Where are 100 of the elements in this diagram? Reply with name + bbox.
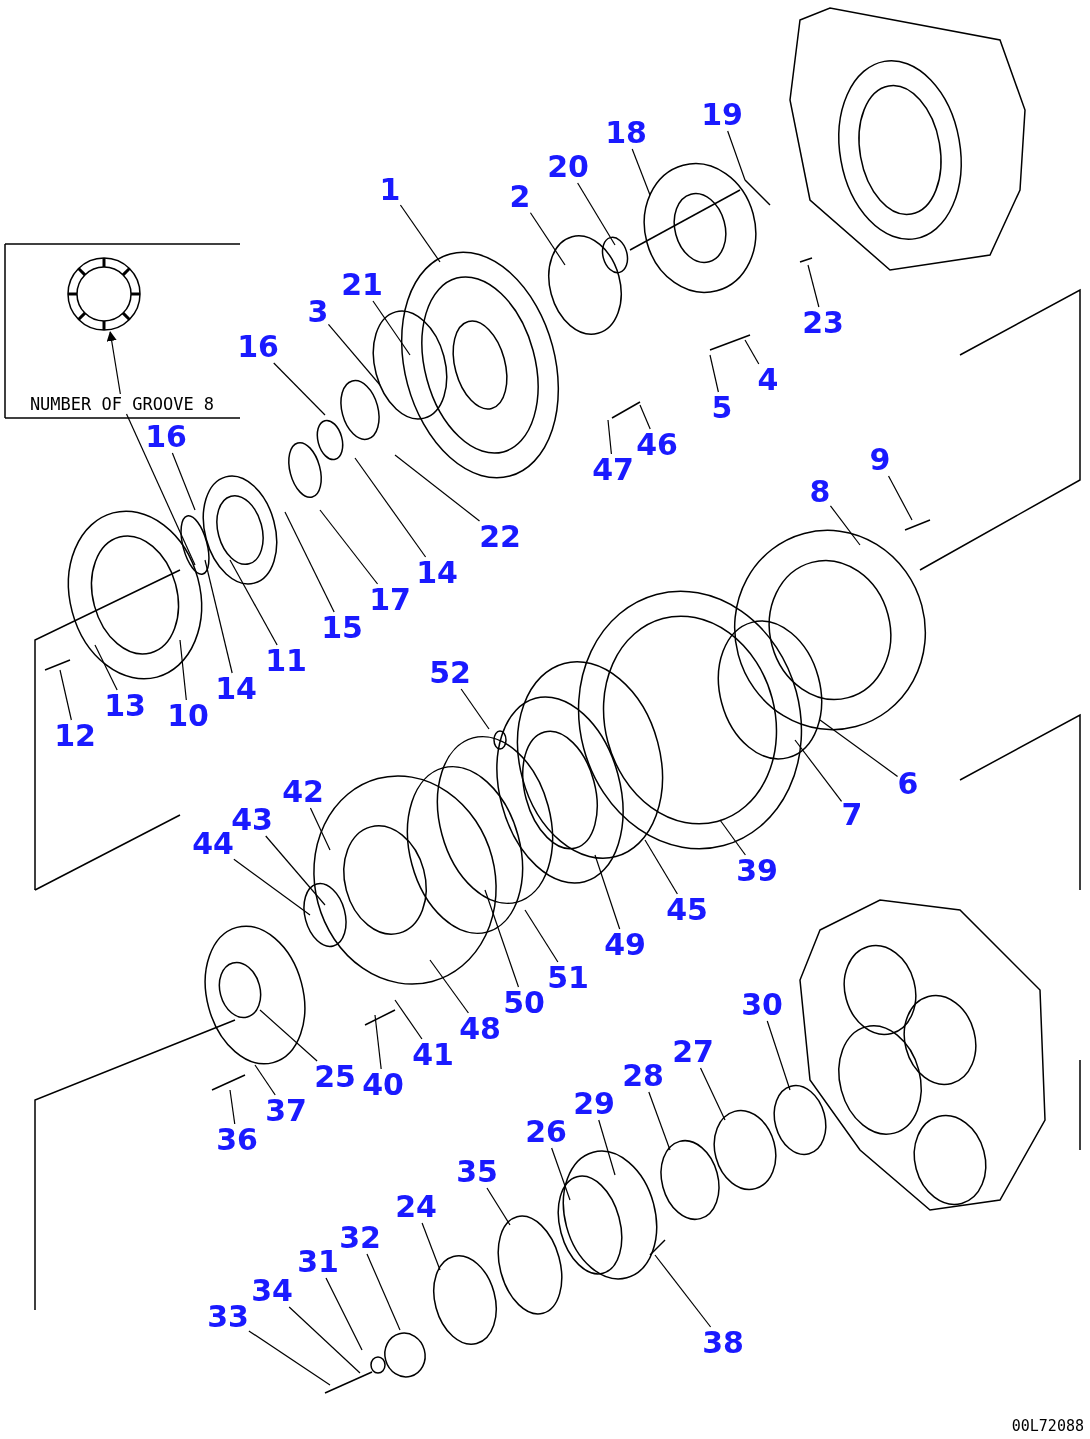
callout-number: 1: [379, 174, 401, 206]
callout-number: 44: [192, 828, 234, 860]
leader-line: [254, 1064, 276, 1096]
leader-line: [639, 404, 651, 430]
note-text: NUMBER OF GROOVE 8: [29, 394, 215, 414]
leader-line: [829, 505, 861, 546]
callout-number: 26: [525, 1116, 567, 1148]
callout-number: 33: [207, 1301, 249, 1333]
leader-line: [719, 819, 746, 856]
leader-line: [460, 688, 490, 730]
leader-line: [125, 413, 196, 566]
callout-number: 52: [429, 657, 471, 689]
callout-number: 2: [509, 181, 531, 213]
callout-number: 22: [479, 521, 521, 553]
leader-line: [598, 1119, 616, 1176]
leader-line: [394, 999, 423, 1040]
callout-number: 32: [339, 1222, 381, 1254]
callout-number: 38: [702, 1327, 744, 1359]
leader-line: [288, 1306, 361, 1374]
callout-number: 35: [456, 1156, 498, 1188]
leader-line: [309, 807, 331, 851]
leader-line: [529, 212, 566, 266]
leader-line: [394, 454, 481, 522]
callout-number: 15: [321, 612, 363, 644]
callout-number: 30: [741, 989, 783, 1021]
leader-line: [631, 148, 651, 196]
callout-number: 17: [369, 584, 411, 616]
callout-number: 16: [237, 331, 279, 363]
leader-line: [577, 182, 616, 246]
leader-line: [319, 509, 379, 585]
leader-line: [421, 1222, 441, 1271]
leader-line: [484, 889, 520, 988]
callout-number: 37: [265, 1095, 307, 1127]
callout-number: 23: [802, 307, 844, 339]
leader-line: [429, 959, 469, 1014]
leader-line: [399, 204, 441, 263]
leader-line: [819, 719, 899, 777]
leader-line: [374, 1014, 382, 1070]
leader-line: [486, 1187, 511, 1226]
leader-line: [887, 475, 913, 521]
callout-number: 13: [104, 690, 146, 722]
leader-line: [794, 739, 843, 802]
callout-number: 43: [231, 804, 273, 836]
callout-number: 16: [145, 421, 187, 453]
callout-number: 12: [54, 720, 96, 752]
callout-number: 25: [314, 1061, 356, 1093]
arrow: [106, 331, 121, 395]
leader-line: [94, 644, 118, 691]
callout-number: 14: [215, 673, 257, 705]
leader-line: [372, 300, 411, 356]
callout-number: 34: [251, 1275, 293, 1307]
leader-line: [766, 1020, 791, 1091]
leader-line: [265, 835, 326, 906]
leader-line: [233, 858, 311, 916]
leader-line: [273, 362, 326, 416]
leader-line: [179, 639, 187, 701]
callout-number: 14: [416, 557, 458, 589]
leader-line: [204, 559, 233, 674]
callout-number: 48: [459, 1013, 501, 1045]
leader-line: [648, 1091, 671, 1151]
callout-number: 50: [503, 987, 545, 1019]
leader-line: [229, 559, 278, 646]
leader-line: [644, 839, 678, 895]
callout-number: 49: [604, 929, 646, 961]
callout-number: 19: [701, 99, 743, 131]
callout-number: 39: [736, 855, 778, 887]
leader-line: [709, 354, 719, 393]
leader-line: [327, 323, 381, 386]
callout-number: 31: [297, 1246, 339, 1278]
callout-number: 5: [711, 392, 733, 424]
leader-line: [284, 511, 335, 613]
leader-line: [744, 339, 760, 365]
leader-line: [654, 1254, 712, 1328]
leader-line: [366, 1253, 401, 1331]
leader-line: [171, 452, 196, 511]
ring-drawing: [66, 256, 142, 332]
callout-number: 47: [592, 454, 634, 486]
callout-number: 20: [547, 151, 589, 183]
callout-number: 40: [362, 1069, 404, 1101]
leader-line: [248, 1330, 331, 1386]
callout-number: 9: [869, 444, 891, 476]
leader-line: [551, 1147, 571, 1201]
leader-line: [229, 1089, 236, 1125]
callout-number: 42: [282, 776, 324, 808]
callout-number: 29: [573, 1088, 615, 1120]
leader-line: [727, 130, 746, 181]
callout-number: 6: [897, 768, 919, 800]
leader-line: [259, 1009, 318, 1062]
leader-line: [699, 1067, 726, 1121]
callout-number: 24: [395, 1191, 437, 1223]
callout-number: 4: [757, 364, 779, 396]
callout-number: 45: [666, 894, 708, 926]
leader-line: [59, 669, 72, 721]
leader-line: [524, 909, 559, 963]
callout-number: 10: [167, 700, 209, 732]
callout-number: 18: [605, 117, 647, 149]
callout-number: 41: [412, 1039, 454, 1071]
callout-number: 21: [341, 269, 383, 301]
callout-number: 8: [809, 476, 831, 508]
leader-line: [354, 457, 427, 558]
